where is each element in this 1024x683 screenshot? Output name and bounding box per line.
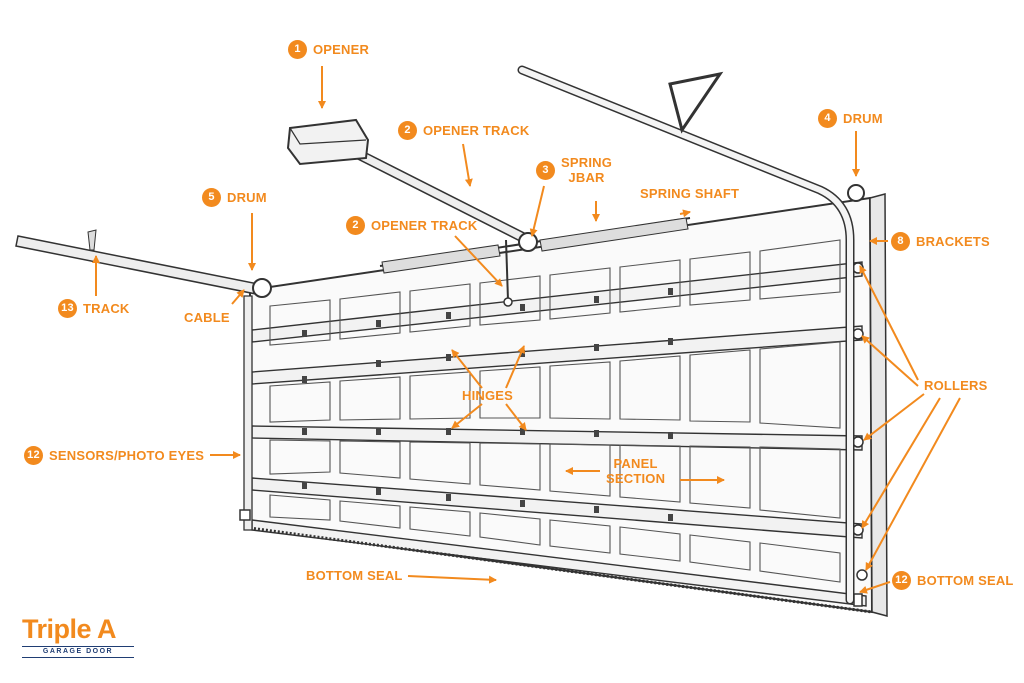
number-badge: 12	[24, 446, 43, 465]
logo-tagline: GARAGE DOOR	[22, 646, 134, 658]
left-horizontal-track	[15, 235, 259, 295]
right-drum	[847, 184, 865, 202]
label-bottom-seal-center: BOTTOM SEAL	[306, 568, 403, 583]
bottom-seal-strip	[249, 526, 873, 614]
label-track: 13 TRACK	[58, 299, 130, 318]
number-badge: 8	[891, 232, 910, 251]
number-badge: 2	[398, 121, 417, 140]
label-opener: 1 OPENER	[288, 40, 369, 59]
door-panel-body	[249, 196, 874, 614]
track-hanger	[87, 229, 97, 251]
jbar-arm	[505, 239, 509, 301]
label-spring-shaft: SPRING SHAFT	[640, 186, 740, 201]
number-badge: 1	[288, 40, 307, 59]
logo-wordmark: Triple A	[22, 614, 117, 644]
label-sensors: 12 SENSORS/PHOTO EYES	[24, 446, 204, 465]
label-drum-left: 5 DRUM	[202, 188, 267, 207]
label-brackets: 8 BRACKETS	[891, 232, 990, 251]
brand-logo: Triple A GARAGE DOOR	[22, 614, 140, 658]
left-drum	[252, 278, 272, 298]
label-cable: CABLE	[184, 310, 230, 325]
callout-arrows	[92, 66, 961, 594]
section-rails	[251, 261, 867, 607]
number-badge: 4	[818, 109, 837, 128]
label-drum-right: 4 DRUM	[818, 109, 883, 128]
label-rollers: ROLLERS	[924, 378, 988, 393]
ceiling-hanger	[668, 71, 724, 134]
photo-eye-left	[239, 509, 251, 521]
number-badge: 5	[202, 188, 221, 207]
left-vertical-track	[243, 295, 253, 531]
label-opener-track-mid: 2 OPENER TRACK	[346, 216, 477, 235]
number-badge: 3	[536, 160, 555, 180]
number-badge: 12	[892, 571, 911, 590]
label-hinges: HINGES	[462, 388, 514, 403]
number-badge: 2	[346, 216, 365, 235]
door-frame-right	[869, 193, 888, 617]
panel-grid	[269, 239, 841, 583]
label-opener-track-top: 2 OPENER TRACK	[398, 121, 529, 140]
photo-eye-right	[853, 593, 863, 607]
label-bottom-seal-right: 12 BOTTOM SEAL	[892, 571, 1014, 590]
label-spring-jbar: 3 SPRING JBAR	[536, 155, 612, 185]
label-panel-section: PANEL SECTION	[606, 456, 666, 486]
number-badge: 13	[58, 299, 77, 318]
